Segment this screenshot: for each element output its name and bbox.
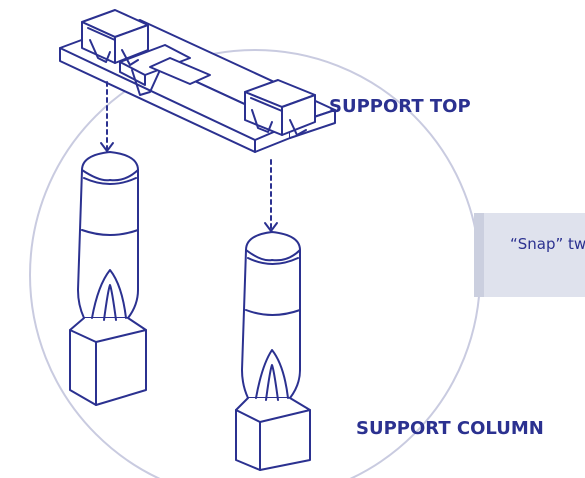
support-top-part: [59, 9, 336, 153]
support-top-label: SUPPORT TOP: [329, 96, 471, 117]
support-column-label: SUPPORT COLUMN: [356, 418, 544, 439]
arrow-right: [264, 159, 278, 232]
note-callout: “Snap” two sup: [484, 213, 585, 297]
arrow-left: [100, 81, 114, 152]
note-text: “Snap” two sup: [510, 235, 585, 253]
support-column-right: [235, 231, 311, 471]
support-column-left: [69, 151, 147, 406]
note-accent-bar: [474, 213, 484, 297]
